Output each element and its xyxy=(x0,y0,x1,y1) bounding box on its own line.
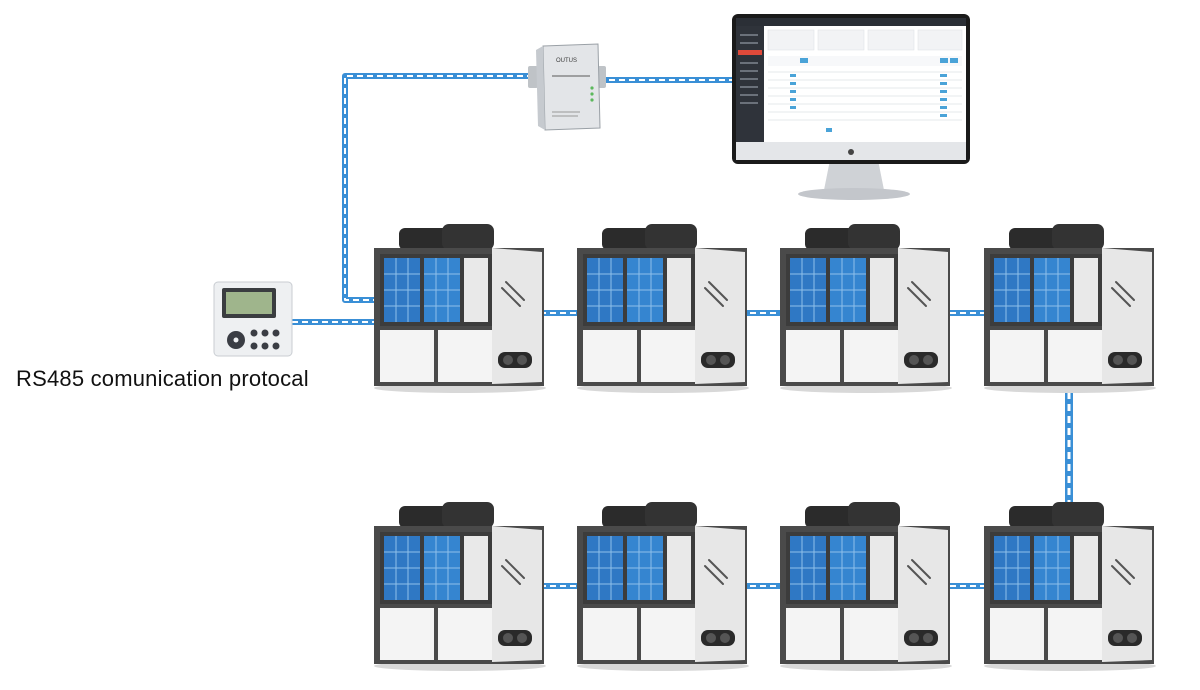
protocol-caption: RS485 comunication protocal xyxy=(16,366,309,391)
heat-pump-unit-icon xyxy=(779,501,953,672)
heat-pump-unit-icon xyxy=(373,501,547,672)
unit-row-1 xyxy=(373,223,1157,394)
heat-pump-unit-icon xyxy=(373,223,547,394)
computer-monitor-icon xyxy=(732,14,970,200)
heat-pump-unit-icon xyxy=(779,223,953,394)
gateway-brand: OUTUS xyxy=(556,58,577,64)
heat-pump-unit-icon xyxy=(576,223,750,394)
wired-controller-icon xyxy=(213,281,293,357)
heat-pump-unit-icon xyxy=(983,501,1157,672)
heat-pump-unit-icon xyxy=(983,223,1157,394)
heat-pump-unit-icon xyxy=(576,501,750,672)
rs485-gateway-icon: OUTUS xyxy=(528,43,606,131)
